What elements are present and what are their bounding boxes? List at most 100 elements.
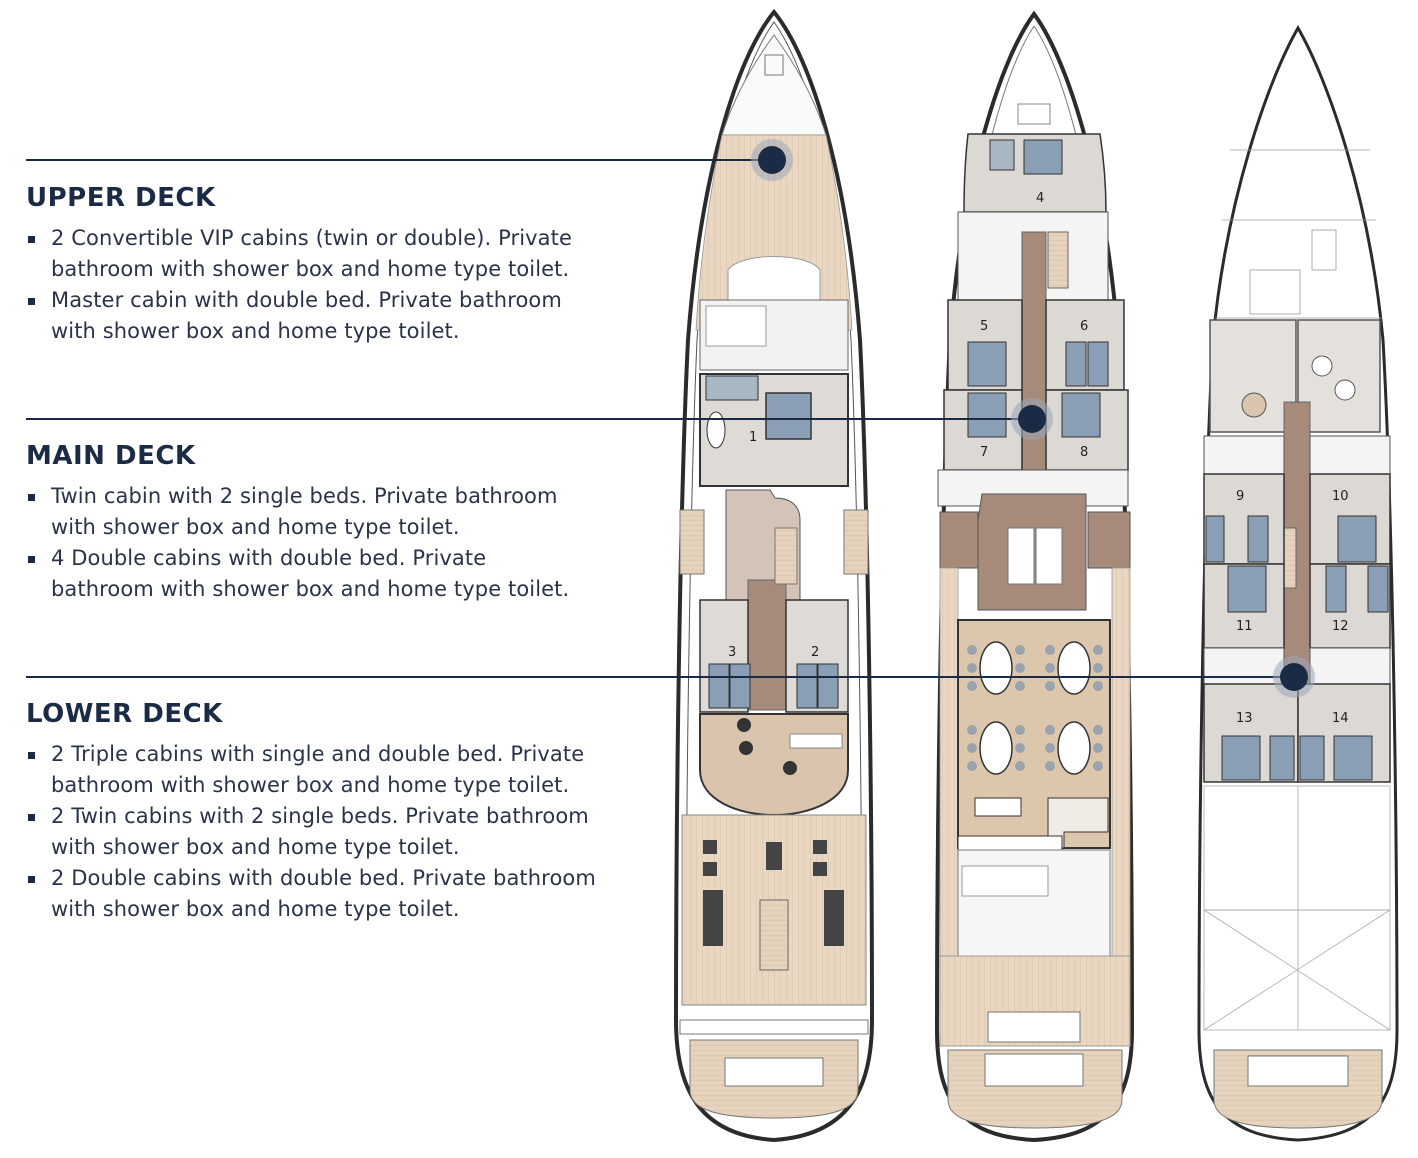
side-deck-port	[939, 567, 959, 969]
inner-stairs	[774, 527, 798, 585]
upper-bow-hatch	[764, 54, 784, 76]
stairs-right	[843, 509, 869, 575]
upper-sunbed	[727, 256, 821, 301]
upper-deck-list: 2 Convertible VIP cabins (twin or double…	[26, 223, 586, 347]
transom	[679, 1019, 869, 1035]
cabin-number: 13	[1236, 711, 1253, 726]
bed	[708, 663, 730, 709]
bed	[817, 663, 839, 709]
main-stairs-a	[1007, 527, 1035, 585]
buffet-counter	[974, 797, 1022, 817]
bullet-icon	[28, 556, 35, 563]
bullet-icon	[28, 752, 35, 759]
bed	[705, 305, 767, 347]
cabin-number: 12	[1332, 619, 1349, 634]
list-item: 2 Twin cabins with 2 single beds. Privat…	[26, 801, 606, 863]
cabin-number: 1	[749, 430, 757, 445]
main-garage-hatch	[984, 1053, 1084, 1087]
bed	[967, 392, 1007, 438]
lounge-table	[1311, 355, 1333, 377]
chair	[739, 741, 753, 755]
bed	[796, 663, 818, 709]
stairs-left	[679, 509, 705, 575]
aft-dining-chairs	[703, 840, 844, 946]
cabin-number: 8	[1080, 445, 1088, 460]
cabin-number: 10	[1332, 489, 1349, 504]
crew-lounge	[1297, 319, 1381, 433]
dining-chairs	[967, 645, 1103, 771]
list-item: Master cabin with double bed. Private ba…	[26, 285, 586, 347]
upper-deck-title: UPPER DECK	[26, 183, 216, 213]
list-item: 2 Double cabins with double bed. Private…	[26, 863, 606, 925]
lower-deck-list: 2 Triple cabins with single and double b…	[26, 739, 606, 925]
bath-9	[1203, 435, 1285, 475]
bath-12	[1309, 647, 1391, 685]
bullet-icon	[28, 236, 35, 243]
sofa	[705, 375, 759, 401]
bed	[1087, 341, 1109, 387]
bath-10	[1309, 435, 1391, 475]
main-deck-list: Twin cabin with 2 single beds. Private b…	[26, 481, 586, 605]
bullet-icon	[28, 494, 35, 501]
engine-room-lines	[1203, 785, 1391, 1031]
cabin-number: 3	[728, 645, 736, 660]
dining-tables	[979, 641, 1091, 775]
main-bow-hatch	[1017, 103, 1051, 125]
bullet-icon	[28, 298, 35, 305]
upper-deck-plan: 1 2 3	[673, 8, 875, 1143]
lower-garage-hatch	[1247, 1055, 1349, 1087]
list-item: 2 Triple cabins with single and double b…	[26, 739, 606, 801]
cabin-number: 14	[1332, 711, 1349, 726]
crew-stairs	[1047, 231, 1069, 289]
bed	[1023, 139, 1063, 175]
cabin-number: 6	[1080, 319, 1088, 334]
bed	[1061, 392, 1101, 438]
aft-stairs	[759, 899, 789, 971]
lower-deck-block: LOWER DECK 2 Triple cabins with single a…	[26, 699, 626, 925]
cabin-number: 2	[811, 645, 819, 660]
bullet-icon	[28, 876, 35, 883]
upper-deck-block: UPPER DECK 2 Convertible VIP cabins (twi…	[26, 183, 626, 347]
upper-corridor	[747, 579, 787, 711]
lower-deck-plan: 9 10 11 12 13 14	[1197, 24, 1399, 1142]
mess-table	[1241, 392, 1267, 418]
bed	[967, 341, 1007, 387]
main-deck-plan: 4 5 6 7 8	[934, 10, 1135, 1143]
list-item: 4 Double cabins with double bed. Private…	[26, 543, 586, 605]
cabin-number: 5	[980, 319, 988, 334]
upper-marker-dot	[758, 146, 786, 174]
galley-island	[961, 865, 1049, 897]
lower-deck-title: LOWER DECK	[26, 699, 223, 729]
bed	[1065, 341, 1087, 387]
bar-counter	[789, 733, 843, 749]
lounge-table	[1334, 379, 1356, 401]
sofa	[989, 139, 1015, 171]
lower-beds	[1205, 515, 1389, 781]
list-item: Twin cabin with 2 single beds. Private b…	[26, 481, 586, 543]
main-marker-dot	[1018, 405, 1046, 433]
side-deck-stbd	[1111, 567, 1131, 969]
main-deck-block: MAIN DECK Twin cabin with 2 single beds.…	[26, 441, 626, 605]
lower-marker-dot	[1280, 663, 1308, 691]
chair	[737, 718, 751, 732]
cabin-number: 4	[1036, 191, 1044, 206]
bath-11	[1203, 647, 1285, 685]
bed	[729, 663, 751, 709]
chair	[783, 761, 797, 775]
swim-platform-hatch	[724, 1057, 824, 1087]
main-corridor	[1021, 231, 1047, 495]
upper-lounge	[699, 713, 849, 817]
list-item: 2 Convertible VIP cabins (twin or double…	[26, 223, 586, 285]
cabin-number: 7	[980, 445, 988, 460]
galley-counter	[957, 835, 1063, 851]
master-bed	[765, 392, 812, 440]
side-lobby-port	[939, 511, 979, 569]
bullet-icon	[28, 814, 35, 821]
deck-leader-lines	[26, 139, 1315, 698]
side-lobby-stbd	[1087, 511, 1131, 569]
lower-forepeak-lines	[1215, 149, 1382, 319]
main-deck-title: MAIN DECK	[26, 441, 196, 471]
cabin-number: 9	[1236, 489, 1244, 504]
